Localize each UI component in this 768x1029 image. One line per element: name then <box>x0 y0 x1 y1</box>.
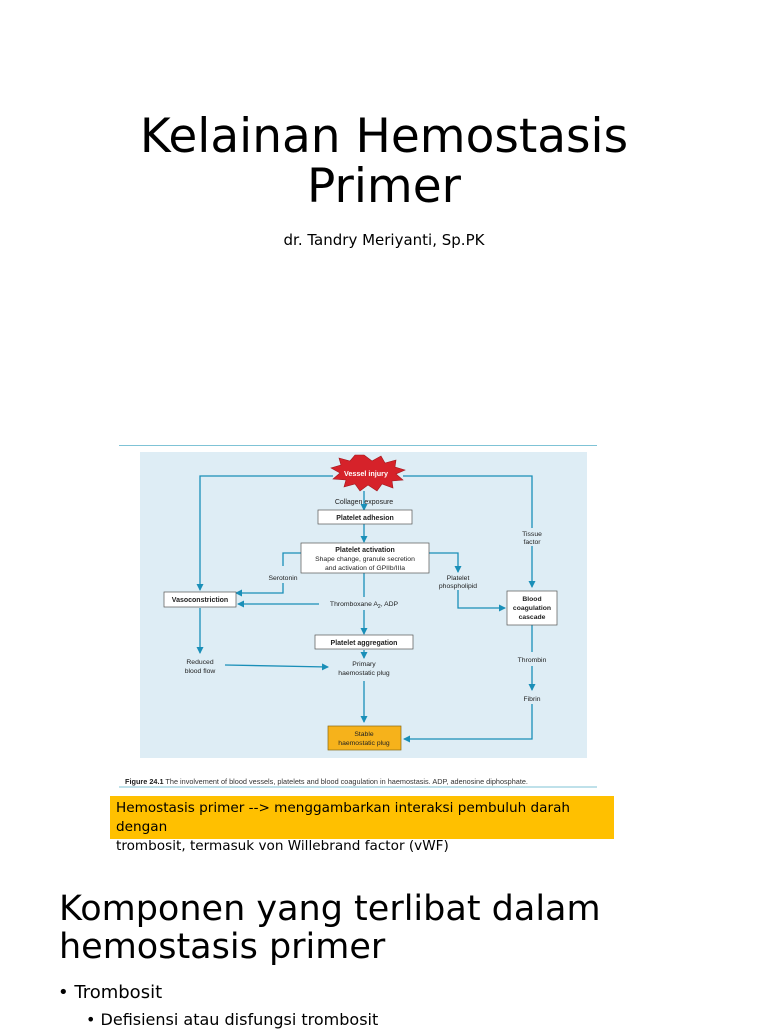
thromboxane-label: Thromboxane A2, ADP <box>330 601 399 610</box>
platelet-phospholipid-label-2: phospholipid <box>439 583 477 590</box>
slide-title: Kelainan Hemostasis Primer <box>0 112 768 212</box>
figure-caption: Figure 24.1 The involvement of blood ves… <box>125 777 528 786</box>
platelet-activation-detail-1: Shape change, granule secretion <box>315 556 415 563</box>
reduced-flow-label-1: Reduced <box>186 659 213 666</box>
reduced-flow-label-2: blood flow <box>185 668 216 675</box>
tissue-factor-label-2: factor <box>524 539 542 546</box>
sub-bullet-item: • Defisiensi atau disfungsi trombosit <box>86 1010 378 1029</box>
bullet-item: • Trombosit <box>58 982 162 1003</box>
arrow-phospholipid-to-coagulation <box>457 590 506 612</box>
slide-subtitle: dr. Tandry Meriyanti, Sp.PK <box>283 231 485 249</box>
bullet-marker: • <box>86 1010 96 1029</box>
callout-line-1: Hemostasis primer --> menggambarkan inte… <box>116 800 571 835</box>
vasoconstriction-label: Vasoconstriction <box>172 597 228 604</box>
title-line-2: Primer <box>307 159 461 214</box>
arrow-activation-to-serotonin <box>282 552 301 566</box>
platelet-activation-detail-2: and activation of GPIIb/IIIa <box>325 565 405 572</box>
platelet-phospholipid-label-1: Platelet <box>447 575 470 582</box>
figure-caption-label: Figure 24.1 <box>125 777 164 786</box>
vessel-injury-label: Vessel injury <box>344 469 388 478</box>
vessel-injury-burst <box>330 454 406 492</box>
arrow-reduced-flow-to-primary-plug <box>224 663 329 671</box>
stable-plug-label-2: haemostatic plug <box>338 740 390 747</box>
stable-plug-box <box>327 725 402 751</box>
haemostasis-figure: Vessel injury Collagen exposure <box>119 445 597 789</box>
arrow-injury-to-tissue-factor <box>403 475 533 528</box>
haemostasis-diagram: Vessel injury Collagen exposure <box>119 452 597 788</box>
serotonin-label: Serotonin <box>268 575 297 582</box>
blood-coagulation-box <box>506 590 558 626</box>
title-line-1: Kelainan Hemostasis <box>139 109 629 164</box>
fibrin-label: Fibrin <box>524 696 541 703</box>
definition-callout: Hemostasis primer --> menggambarkan inte… <box>110 796 614 854</box>
stable-plug-label-1: Stable <box>354 731 373 738</box>
arrow-activation-to-phospholipid <box>429 552 462 573</box>
heading-line-2: hemostasis primer <box>59 927 386 967</box>
vasoconstriction-box <box>163 591 237 608</box>
thrombin-label: Thrombin <box>518 657 547 664</box>
platelet-adhesion-box <box>317 509 413 525</box>
bullet-label: Trombosit <box>74 982 163 1003</box>
blood-coagulation-label-2: coagulation <box>513 605 551 612</box>
arrow-serotonin-to-vasoconstriction <box>235 583 284 597</box>
collagen-exposure-label: Collagen exposure <box>335 499 393 506</box>
figure-caption-text: The involvement of blood vessels, platel… <box>163 777 528 786</box>
primary-plug-label-2: haemostatic plug <box>338 670 390 677</box>
platelet-aggregation-box <box>314 634 414 650</box>
arrow-fibrin-to-stable-plug <box>403 704 533 743</box>
tissue-factor-label-1: Tissue <box>522 531 542 538</box>
primary-plug-label-1: Primary <box>352 661 376 668</box>
blood-coagulation-label-1: Blood <box>522 596 541 603</box>
callout-line-2: trombosit, termasuk von Willebrand facto… <box>116 838 449 854</box>
heading-line-1: Komponen yang terlibat dalam <box>59 889 601 929</box>
bullet-marker: • <box>58 982 69 1003</box>
platelet-activation-label: Platelet activation <box>335 547 395 554</box>
platelet-activation-box <box>300 542 430 574</box>
bullet-label: Defisiensi atau disfungsi trombosit <box>100 1010 379 1029</box>
blood-coagulation-label-3: cascade <box>519 614 546 621</box>
section-heading: Komponen yang terlibat dalam hemostasis … <box>59 890 601 966</box>
platelet-adhesion-label: Platelet adhesion <box>336 515 394 522</box>
platelet-aggregation-label: Platelet aggregation <box>331 640 398 647</box>
arrow-injury-to-vasoconstriction <box>196 475 333 591</box>
